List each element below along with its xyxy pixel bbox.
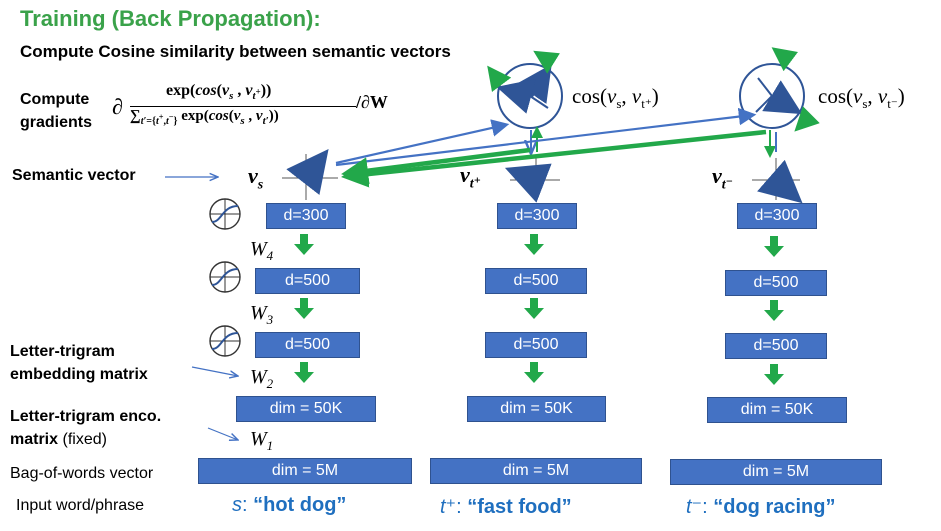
vector-vtplus-label: vt⁺ (460, 162, 482, 192)
letter-trigram-enco-label: Letter-trigram enco. matrix (fixed) (10, 408, 162, 448)
vector-vs-label: vs (248, 163, 264, 193)
weight-w2: W2 (250, 366, 274, 391)
axis-vector-icon-vtplus (504, 158, 560, 203)
down-arrow-icon (524, 298, 544, 319)
col-s-layer-5m: dim = 5M (198, 458, 412, 484)
gradient-arrow-from-negative (341, 129, 767, 188)
col-tplus-layer-5m: dim = 5M (430, 458, 642, 484)
embedding-pointer-arrow (191, 366, 238, 376)
col-s-layer-d500-b: d=500 (255, 332, 360, 358)
bag-of-words-label: Bag-of-words vector (10, 465, 154, 482)
col-tminus-layer-5m: dim = 5M (670, 459, 882, 485)
input-s-label: s: “hot dog” (232, 494, 347, 516)
page-title: Training (Back Propagation): (20, 6, 321, 31)
down-arrow-icon (764, 300, 784, 321)
cos-negative-label: cos(vs, vt⁻) (818, 84, 905, 112)
fraction-bar (130, 106, 356, 107)
down-arrow-icon (294, 298, 314, 319)
encoding-pointer-arrow (207, 427, 238, 440)
down-arrow-icon (524, 234, 544, 255)
sigmoid-icon-1 (209, 198, 241, 230)
subtitle: Compute Cosine similarity between semant… (20, 42, 451, 61)
col-s-layer-d300: d=300 (266, 203, 346, 229)
input-tplus-label: t⁺: “fast food” (440, 496, 572, 518)
down-arrow-icon (764, 364, 784, 385)
compute-gradients-label: Compute gradients (20, 91, 93, 131)
col-tminus-layer-d500-b: d=500 (725, 333, 827, 359)
weight-w4: W4 (250, 238, 274, 263)
input-word-label: Input word/phrase (16, 497, 145, 514)
axis-vector-icon-vtminus (752, 158, 803, 204)
down-arrow-icon (294, 362, 314, 383)
col-tminus-layer-50k: dim = 50K (707, 397, 847, 423)
down-arrow-icon (764, 236, 784, 257)
sigmoid-icon-3 (209, 325, 241, 357)
formula-denominator: ∑t′={t+,t−} exp(cos(vs , vt′)) (130, 108, 279, 127)
cosine-circle-icon-positive (487, 50, 563, 129)
col-tplus-layer-50k: dim = 50K (467, 396, 606, 422)
axis-vector-icon-vs (282, 148, 338, 200)
formula-numerator: exp(cos(vs , vt+)) (166, 82, 272, 103)
vector-vtminus-label: vt⁻ (712, 163, 734, 193)
forward-arrow-to-cos-negative (335, 107, 757, 167)
gradient-formula: ∂ exp(cos(vs , vt+)) ∑t′={t+,t−} exp(cos… (112, 80, 402, 140)
down-arrow-icons (294, 234, 784, 385)
cos-positive-label: cos(vs, vt⁺) (572, 84, 659, 112)
col-tminus-layer-d300: d=300 (737, 203, 817, 229)
down-arrow-icon (524, 362, 544, 383)
partial-symbol: ∂ (112, 94, 123, 119)
forward-arrow-to-cos-positive (335, 119, 510, 165)
col-tplus-layer-d500-b: d=500 (485, 332, 587, 358)
sigmoid-icon-2 (209, 261, 241, 293)
weight-w1: W1 (250, 428, 274, 453)
col-tplus-layer-d300: d=300 (497, 203, 577, 229)
weight-w3: W3 (250, 302, 274, 327)
input-tminus-label: t⁻: “dog racing” (686, 496, 836, 518)
formula-suffix: /∂W (356, 92, 388, 112)
cosine-circle-icon-negative (739, 47, 820, 132)
down-arrow-icon (294, 234, 314, 255)
letter-trigram-embedding-label: Letter-trigram embedding matrix (10, 343, 148, 383)
col-tminus-layer-d500-a: d=500 (725, 270, 827, 296)
col-s-layer-d500-a: d=500 (255, 268, 360, 294)
gradient-arrow-from-positive (341, 147, 531, 185)
semantic-vector-label: Semantic vector (12, 167, 136, 184)
col-s-layer-50k: dim = 50K (236, 396, 376, 422)
col-tplus-layer-d500-a: d=500 (485, 268, 587, 294)
